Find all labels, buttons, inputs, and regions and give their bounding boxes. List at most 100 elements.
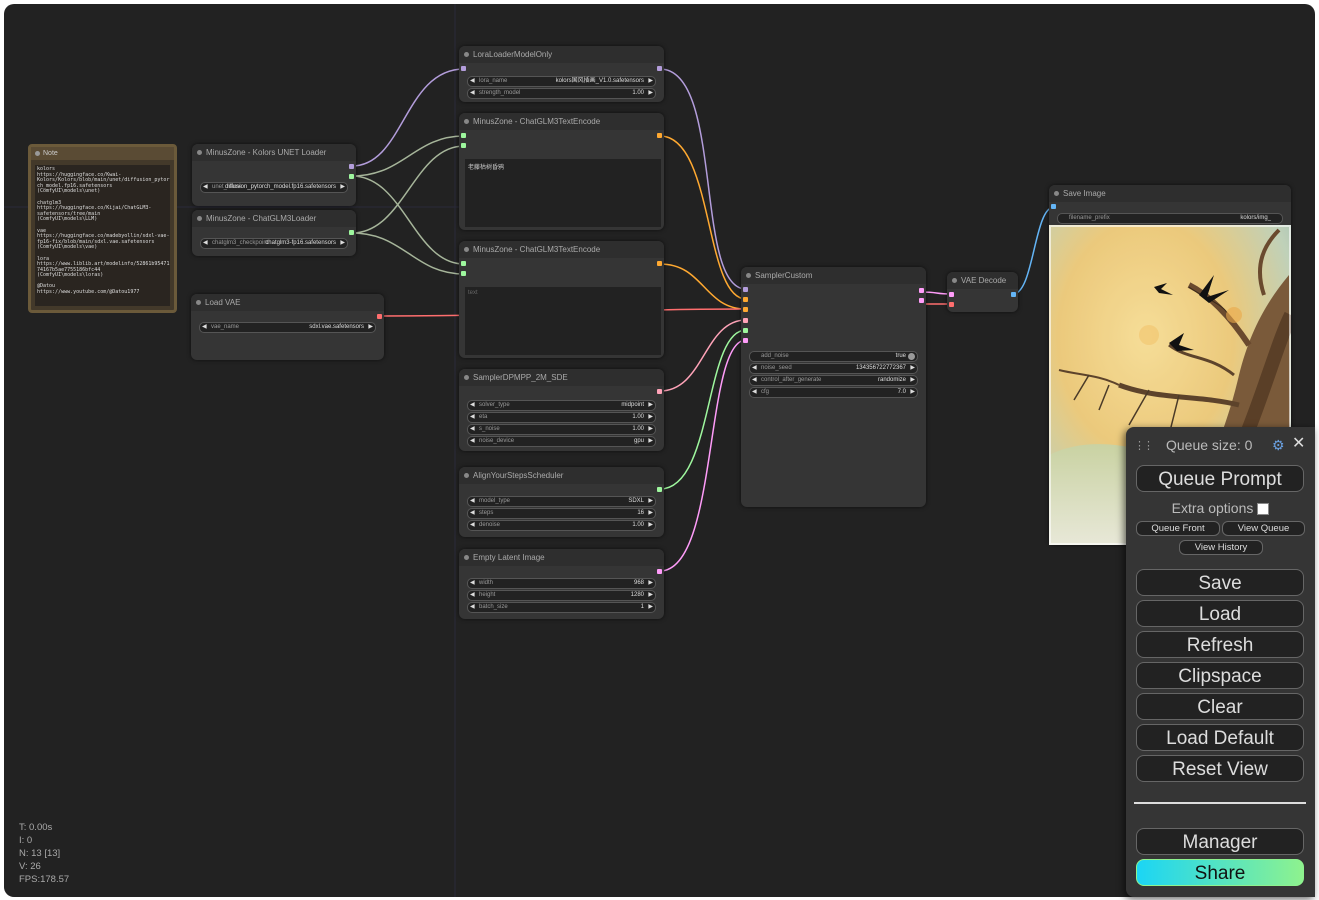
node-title[interactable]: SamplerDPMPP_2M_SDE xyxy=(459,369,664,386)
arrow-right-icon[interactable]: ▶ xyxy=(648,522,653,528)
output-port-clip[interactable] xyxy=(349,174,354,179)
input-port-chatglm3[interactable] xyxy=(461,133,466,138)
node-title[interactable]: MinusZone - ChatGLM3TextEncode xyxy=(459,113,664,130)
node-title[interactable]: Empty Latent Image xyxy=(459,549,664,566)
arrow-right-icon[interactable]: ▶ xyxy=(368,324,373,330)
queue-menu-panel[interactable]: ⋮⋮ Queue size: 0 ⚙ ✕ Queue Prompt Extra … xyxy=(1126,427,1315,897)
negative-textarea[interactable]: text xyxy=(465,287,661,355)
collapse-dot-icon[interactable] xyxy=(197,216,202,221)
output-port-output[interactable] xyxy=(919,288,924,293)
arrow-right-icon[interactable]: ▶ xyxy=(648,78,653,84)
node-title[interactable]: VAE Decode xyxy=(947,272,1018,289)
arrow-left-icon[interactable]: ◀ xyxy=(202,324,207,330)
arrow-right-icon[interactable]: ▶ xyxy=(648,498,653,504)
graph-canvas[interactable]: Note kolors https://huggingface.co/Kwai-… xyxy=(4,4,1315,897)
arrow-left-icon[interactable]: ◀ xyxy=(470,510,475,516)
queue-prompt-button[interactable]: Queue Prompt xyxy=(1136,465,1304,492)
node-title[interactable]: Load VAE xyxy=(191,294,384,311)
arrow-right-icon[interactable]: ▶ xyxy=(910,389,915,395)
collapse-dot-icon[interactable] xyxy=(197,150,202,155)
arrow-right-icon[interactable]: ▶ xyxy=(648,580,653,586)
reset-view-button[interactable]: Reset View xyxy=(1136,755,1304,782)
view-history-button[interactable]: View History xyxy=(1179,540,1263,555)
arrow-right-icon[interactable]: ▶ xyxy=(648,604,653,610)
unet-name-widget[interactable]: ◀ unet_name diffusion_pytorch_model.fp16… xyxy=(200,182,348,193)
input-port-sampler[interactable] xyxy=(743,318,748,323)
chatglm3-checkpoint-widget[interactable]: ◀ chatglm3_checkpoint chatglm3-fp16.safe… xyxy=(200,238,348,249)
input-port-clip[interactable] xyxy=(461,143,466,148)
queue-front-button[interactable]: Queue Front xyxy=(1136,521,1220,536)
output-port-model[interactable] xyxy=(657,66,662,71)
arrow-left-icon[interactable]: ◀ xyxy=(203,240,208,246)
input-port-model[interactable] xyxy=(743,287,748,292)
output-port-latent[interactable] xyxy=(657,569,662,574)
arrow-right-icon[interactable]: ▶ xyxy=(648,402,653,408)
arrow-left-icon[interactable]: ◀ xyxy=(752,377,757,383)
arrow-right-icon[interactable]: ▶ xyxy=(648,592,653,598)
output-port-conditioning[interactable] xyxy=(657,261,662,266)
node-title[interactable]: Save Image xyxy=(1049,185,1291,202)
input-port-clip[interactable] xyxy=(461,271,466,276)
note-text[interactable]: kolors https://huggingface.co/Kwai- Kolo… xyxy=(35,165,170,306)
arrow-left-icon[interactable]: ◀ xyxy=(752,389,757,395)
node-title[interactable]: MinusZone - ChatGLM3Loader xyxy=(192,210,356,227)
output-port-chatglm3[interactable] xyxy=(349,230,354,235)
output-port-sigmas[interactable] xyxy=(657,487,662,492)
arrow-right-icon[interactable]: ▶ xyxy=(648,426,653,432)
lora-loader-node[interactable]: LoraLoaderModelOnly ◀ lora_name kolors国风… xyxy=(459,46,664,102)
arrow-left-icon[interactable]: ◀ xyxy=(470,426,475,432)
collapse-dot-icon[interactable] xyxy=(464,375,469,380)
arrow-left-icon[interactable]: ◀ xyxy=(470,414,475,420)
input-port-negative[interactable] xyxy=(743,307,748,312)
input-port-positive[interactable] xyxy=(743,297,748,302)
arrow-right-icon[interactable]: ▶ xyxy=(340,184,345,190)
collapse-dot-icon[interactable] xyxy=(464,473,469,478)
node-title[interactable]: SamplerCustom xyxy=(741,267,926,284)
gear-icon[interactable]: ⚙ xyxy=(1272,437,1285,453)
arrow-right-icon[interactable]: ▶ xyxy=(648,90,653,96)
collapse-dot-icon[interactable] xyxy=(464,119,469,124)
output-port-image[interactable] xyxy=(1011,292,1016,297)
input-port-samples[interactable] xyxy=(949,292,954,297)
prompt-textarea[interactable]: 老藤枯树昏鸦 xyxy=(465,159,661,227)
arrow-left-icon[interactable]: ◀ xyxy=(470,402,475,408)
arrow-left-icon[interactable]: ◀ xyxy=(470,592,475,598)
chatglm3-loader-node[interactable]: MinusZone - ChatGLM3Loader ◀ chatglm3_ch… xyxy=(192,210,356,256)
collapse-dot-icon[interactable] xyxy=(35,151,40,156)
arrow-left-icon[interactable]: ◀ xyxy=(470,604,475,610)
output-port-vae[interactable] xyxy=(377,314,382,319)
text-encode-negative-node[interactable]: MinusZone - ChatGLM3TextEncode text xyxy=(459,241,664,358)
save-button[interactable]: Save xyxy=(1136,569,1304,596)
output-port-conditioning[interactable] xyxy=(657,133,662,138)
strength-model-widget[interactable]: ◀ strength_model 1.00 ▶ xyxy=(467,88,656,99)
node-title[interactable]: LoraLoaderModelOnly xyxy=(459,46,664,63)
output-port-denoised[interactable] xyxy=(919,298,924,303)
vae-name-widget[interactable]: ◀ vae_name sdxl.vae.safetensors ▶ xyxy=(199,322,376,333)
collapse-dot-icon[interactable] xyxy=(952,278,957,283)
input-port-sigmas[interactable] xyxy=(743,328,748,333)
note-title[interactable]: Note xyxy=(31,147,174,160)
input-port-model[interactable] xyxy=(461,66,466,71)
collapse-dot-icon[interactable] xyxy=(464,52,469,57)
output-port-sampler[interactable] xyxy=(657,389,662,394)
load-default-button[interactable]: Load Default xyxy=(1136,724,1304,751)
arrow-left-icon[interactable]: ◀ xyxy=(470,580,475,586)
input-port-chatglm3[interactable] xyxy=(461,261,466,266)
arrow-right-icon[interactable]: ▶ xyxy=(910,377,915,383)
toggle-knob-icon[interactable] xyxy=(908,353,915,360)
arrow-left-icon[interactable]: ◀ xyxy=(752,365,757,371)
text-encode-positive-node[interactable]: MinusZone - ChatGLM3TextEncode 老藤枯树昏鸦 xyxy=(459,113,664,230)
extra-options-checkbox[interactable] xyxy=(1257,503,1270,516)
